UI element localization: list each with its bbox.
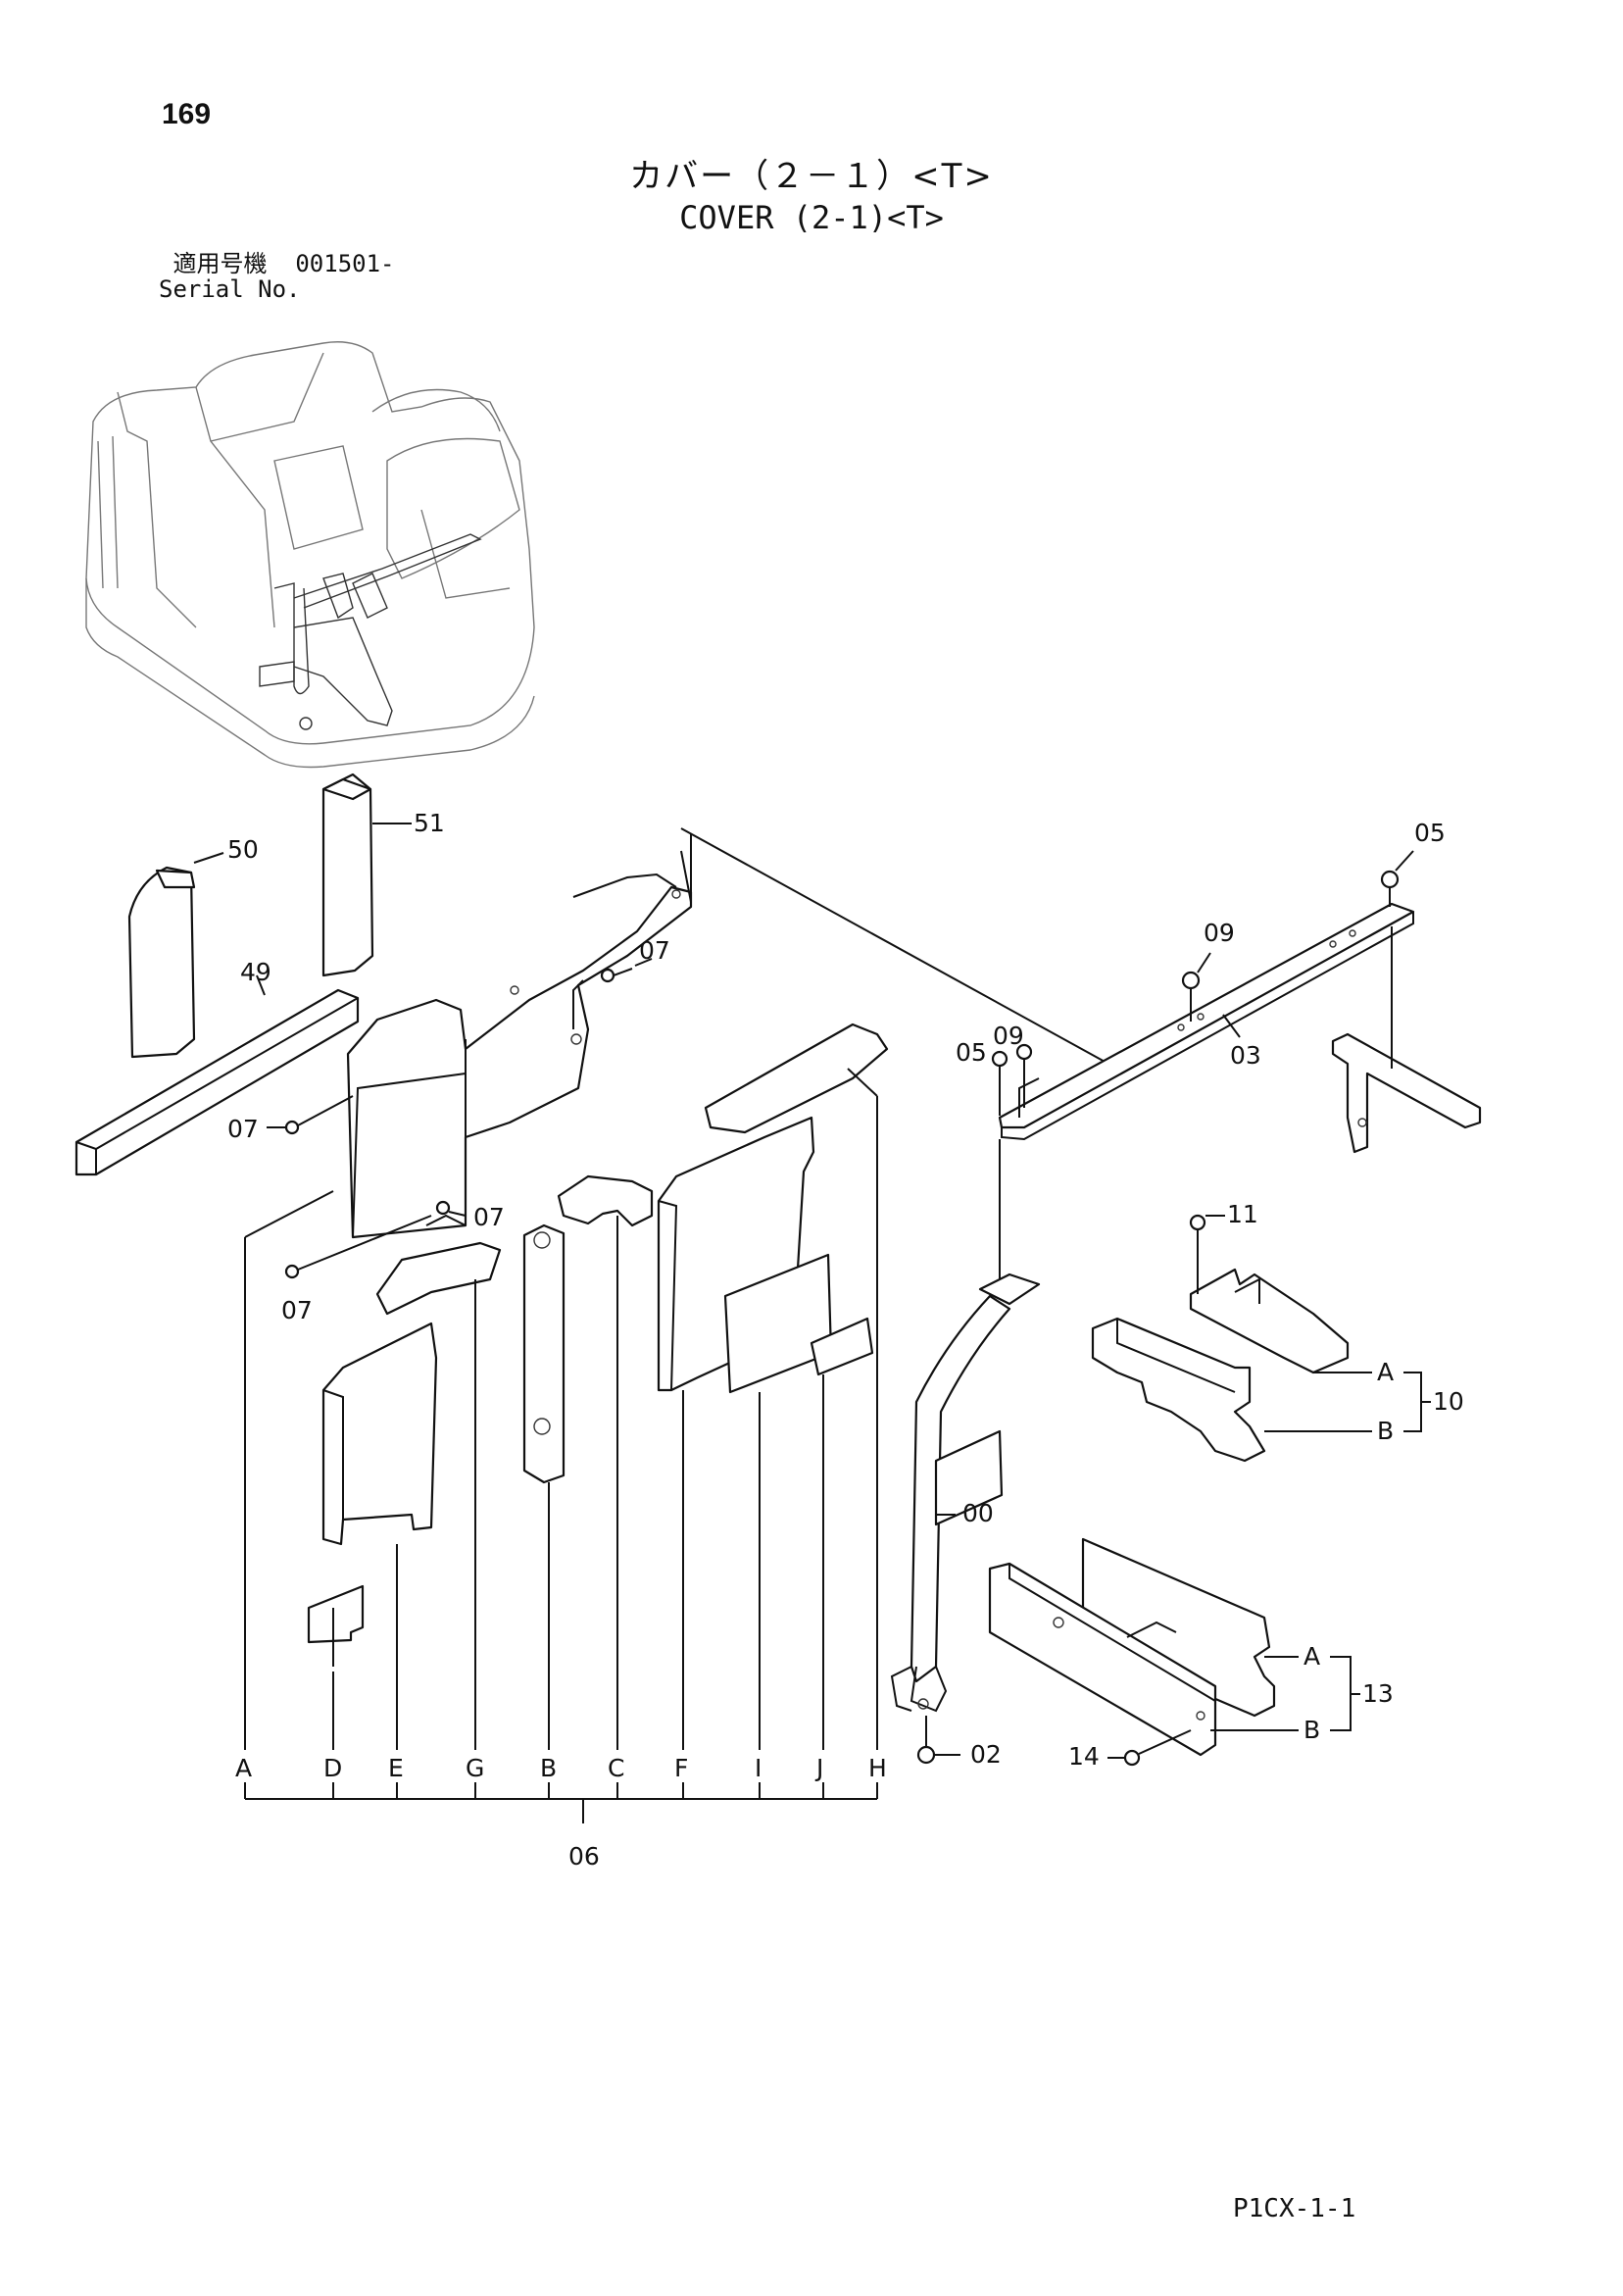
bolt-02: 02	[916, 1716, 1002, 1769]
callout-51: 51	[414, 809, 445, 837]
bolt-07-lower: 07	[281, 1215, 432, 1324]
bolt-07-middle: 07	[435, 1200, 505, 1231]
letter-B-13: B	[1303, 1716, 1320, 1744]
bolt-07-upper: 07	[600, 936, 670, 983]
part-03-rail: 03	[998, 902, 1415, 1141]
part-50-pad: 50	[127, 835, 259, 1059]
part-51-tall-pad: 51	[321, 773, 445, 977]
callout-50: 50	[227, 835, 259, 864]
callout-09-right: 09	[1204, 919, 1235, 947]
bolt-07-left: 07	[227, 1095, 354, 1143]
part-E	[321, 1322, 438, 1546]
callout-09-left: 09	[993, 1022, 1024, 1050]
serial-label-english: Serial No.	[159, 275, 301, 303]
letter-B-10: B	[1377, 1417, 1394, 1445]
page-title-japanese: カバー（２－１）<T>	[629, 157, 994, 196]
letter-E: E	[388, 1754, 404, 1782]
part-13-plates: A B 13	[988, 1537, 1394, 1757]
callout-13: 13	[1362, 1679, 1394, 1708]
part-49-bar: 49	[74, 958, 360, 1176]
letter-C: C	[608, 1754, 624, 1782]
part-C	[557, 1174, 654, 1227]
part-00-stand: 00	[890, 1139, 1041, 1713]
part-H	[704, 1023, 889, 1134]
part-10-plates: 11 A B 10	[1091, 1200, 1464, 1463]
part-B	[522, 1223, 566, 1484]
group-06-letters: A D E G B C F I J H 06	[235, 1754, 887, 1871]
main-cover-plate	[346, 827, 1118, 1239]
callout-05-left: 05	[956, 1038, 987, 1067]
letter-A: A	[235, 1754, 252, 1782]
letter-F: F	[674, 1754, 688, 1782]
letter-D: D	[323, 1754, 342, 1782]
callout-00: 00	[962, 1499, 994, 1527]
serial-value: 001501-	[295, 250, 395, 277]
callout-07-middle: 07	[473, 1203, 505, 1231]
callout-03: 03	[1230, 1041, 1261, 1070]
part-G	[375, 1241, 502, 1316]
page-number: 169	[162, 98, 212, 130]
callout-02: 02	[970, 1740, 1002, 1769]
callout-07-left: 07	[227, 1115, 259, 1143]
callout-10: 10	[1433, 1387, 1464, 1416]
drawing-code: P1CX-1-1	[1233, 2194, 1356, 2223]
letter-A-10: A	[1377, 1358, 1394, 1386]
letter-J: J	[814, 1754, 823, 1782]
callout-11: 11	[1227, 1200, 1258, 1228]
letter-H: H	[868, 1754, 887, 1782]
letter-I: I	[755, 1754, 762, 1782]
callout-49: 49	[240, 958, 271, 986]
letter-B: B	[540, 1754, 557, 1782]
group-06-leaders	[244, 1068, 878, 1823]
part-J	[810, 1317, 874, 1376]
bolt-05-right: 05	[1380, 819, 1446, 907]
callout-07-upper: 07	[639, 936, 670, 965]
page-title-english: COVER (2-1)<T>	[679, 199, 944, 236]
letter-A-13: A	[1303, 1642, 1320, 1671]
letter-G: G	[466, 1754, 484, 1782]
bolts-05-09-left: 05 09	[956, 1022, 1033, 1116]
bolt-14: 14	[1068, 1729, 1192, 1771]
part-D	[307, 1584, 365, 1644]
callout-07-lower: 07	[281, 1296, 313, 1324]
serial-number-block: 適用号機 001501- Serial No.	[159, 251, 395, 302]
machine-overview-illustration	[85, 341, 535, 769]
bolt-09-right: 09	[1181, 919, 1235, 1022]
bracket-right	[1331, 926, 1482, 1154]
callout-14: 14	[1068, 1742, 1100, 1771]
callout-06: 06	[568, 1842, 600, 1871]
callout-05-right: 05	[1414, 819, 1446, 847]
serial-label-japanese: 適用号機	[172, 250, 268, 277]
